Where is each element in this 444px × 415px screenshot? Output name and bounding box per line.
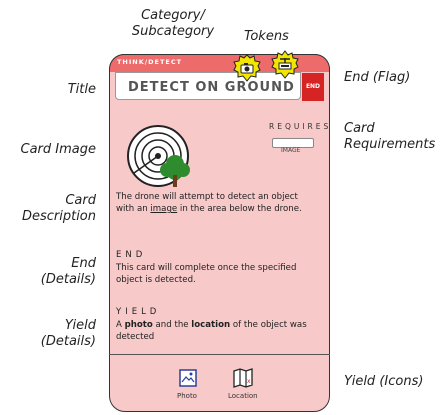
annotation-end-details: End (Details) bbox=[40, 256, 96, 287]
yield-heading: YIELD bbox=[116, 307, 161, 317]
end-details: This card will complete once the specifi… bbox=[116, 263, 297, 285]
photo-icon bbox=[179, 369, 197, 387]
camera-token-icon bbox=[233, 54, 261, 82]
radar-icon bbox=[127, 125, 189, 187]
card-description: The drone will attempt to detect an obje… bbox=[116, 192, 302, 214]
location-icon: x bbox=[233, 368, 253, 388]
annotation-tokens: Tokens bbox=[244, 29, 289, 44]
annotation-yield-icons: Yield (Icons) bbox=[344, 374, 424, 389]
footer-divider bbox=[109, 354, 330, 355]
end-heading: END bbox=[116, 250, 147, 260]
annotation-category: Category/ Subcategory bbox=[131, 8, 215, 39]
drone-token-icon bbox=[271, 50, 299, 79]
card: THINK/DETECT DETECT ON GROUND END REQUIR… bbox=[109, 50, 332, 412]
card-title: DETECT ON GROUND bbox=[128, 80, 295, 95]
annotation-card-requirements: Card Requirements bbox=[344, 121, 436, 152]
annotation-card-description: Card Description bbox=[21, 193, 96, 224]
annotation-title: Title bbox=[67, 82, 96, 97]
annotation-yield-details: Yield (Details) bbox=[40, 318, 96, 349]
annotation-end-flag: End (Flag) bbox=[344, 70, 411, 85]
tree-icon bbox=[160, 155, 190, 187]
svg-text:x: x bbox=[247, 378, 251, 385]
yield-details: A photo and the location of the object w… bbox=[116, 320, 307, 342]
annotation-card-image: Card Image bbox=[20, 142, 97, 157]
photo-label: Photo bbox=[177, 392, 197, 400]
card-title-box: DETECT ON GROUND bbox=[115, 72, 301, 100]
end-flag: END bbox=[302, 73, 324, 101]
card-category: THINK/DETECT bbox=[117, 58, 183, 66]
requirement-slot bbox=[272, 138, 314, 148]
location-label: Location bbox=[228, 392, 258, 400]
card-background bbox=[109, 54, 330, 412]
requirement-item: IMAGE bbox=[281, 147, 301, 154]
requires-label: REQUIRES bbox=[269, 122, 332, 131]
